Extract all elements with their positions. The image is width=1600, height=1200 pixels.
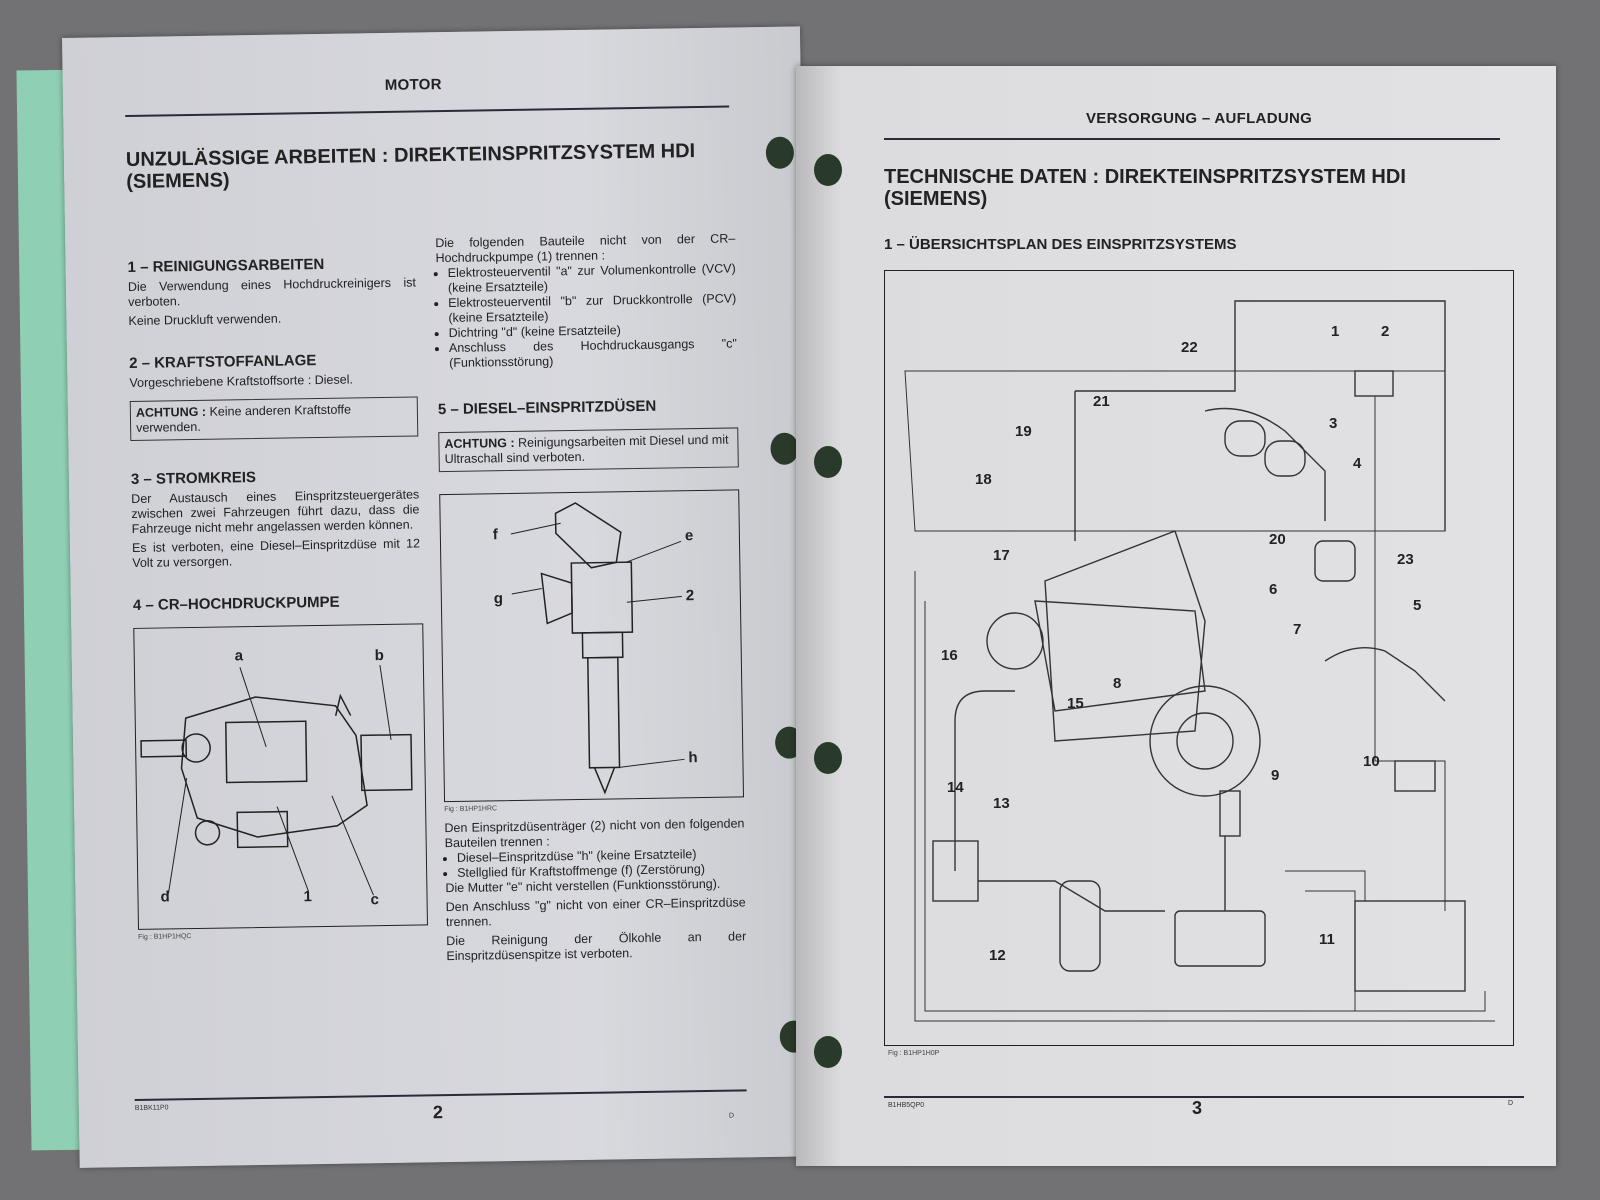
- left-page: MOTOR UNZULÄSSIGE ARBEITEN : DIREKTEINSP…: [62, 26, 818, 1168]
- pump-illustration: [140, 665, 413, 896]
- callout-7: 7: [1293, 621, 1302, 638]
- page-header: MOTOR: [384, 76, 442, 94]
- page-number: 2: [432, 1102, 444, 1123]
- callout-23: 23: [1397, 551, 1414, 568]
- footer-code: B1HB5QP0: [888, 1102, 925, 1109]
- figure-caption: Fig : B1HP1HQC: [138, 933, 192, 941]
- section-heading: 4 – CR–HOCHDRUCKPUMPE: [132, 593, 340, 614]
- section-heading: 5 – DIESEL–EINSPRITZDÜSEN: [437, 397, 657, 419]
- callout-11: 11: [1319, 931, 1335, 948]
- footer-language: D: [1508, 1100, 1514, 1107]
- callout-22: 22: [1181, 339, 1198, 356]
- page-header: VERSORGUNG – AUFLADUNG: [1086, 110, 1313, 127]
- paragraph: Vorgeschriebene Kraftstoffsorte : Diesel…: [129, 372, 354, 390]
- callout-d: d: [160, 888, 170, 906]
- section-heading: 1 – ÜBERSICHTSPLAN DES EINSPRITZSYSTEMS: [884, 236, 1237, 253]
- pump-parts-list: Elektrosteuerventil "a" zur Volumenkontr…: [436, 261, 738, 371]
- punch-hole: [770, 432, 799, 465]
- callout-13: 13: [993, 795, 1010, 812]
- callout-10: 10: [1363, 753, 1380, 770]
- callout-b: b: [374, 647, 385, 665]
- callout-e: e: [684, 527, 694, 545]
- callout-9: 9: [1271, 767, 1280, 784]
- paragraph: Die folgenden Bauteile nicht von der CR–…: [435, 231, 736, 266]
- footer-language: D: [728, 1112, 735, 1120]
- punch-hole: [814, 1036, 842, 1068]
- page-number: 3: [1192, 1098, 1203, 1118]
- section-heading: 3 – STROMKREIS: [130, 469, 257, 488]
- paragraph: Es ist verboten, eine Diesel–Einspritzdü…: [131, 536, 421, 570]
- callout-8: 8: [1113, 675, 1122, 692]
- warning-box: ACHTUNG : Keine anderen Kraftstoffe verw…: [129, 396, 419, 441]
- warning-box: ACHTUNG : Reinigungsarbeiten mit Diesel …: [438, 427, 739, 473]
- column-left: 1 – REINIGUNGSARBEITEN Die Verwendung ei…: [127, 254, 428, 941]
- header-rule: [884, 138, 1500, 140]
- column-right: Die folgenden Bauteile nicht von der CR–…: [435, 231, 746, 968]
- injector-parts-list: Diesel–Einspritzdüse "h" (keine Ersatzte…: [445, 846, 745, 881]
- callout-c: c: [370, 891, 380, 909]
- paragraph: Der Austausch eines Einspritzsteuergerät…: [131, 487, 420, 536]
- paragraph: Keine Druckluft verwenden.: [128, 311, 282, 328]
- callout-2: 2: [685, 587, 695, 605]
- figure-caption: Fig : B1HP1HRC: [444, 805, 498, 814]
- callout-18: 18: [975, 471, 992, 488]
- punch-hole: [814, 446, 842, 478]
- footer-code: B1BK11P0: [134, 1104, 169, 1112]
- warning-label: ACHTUNG :: [135, 404, 207, 420]
- callout-14: 14: [947, 779, 964, 796]
- right-page: VERSORGUNG – AUFLADUNG TECHNISCHE DATEN …: [796, 66, 1556, 1166]
- footer-rule: [134, 1089, 747, 1101]
- callout-2: 2: [1381, 323, 1390, 340]
- callout-4: 4: [1353, 455, 1362, 472]
- title-line-2: (SIEMENS): [884, 188, 988, 210]
- callout-h: h: [688, 749, 698, 767]
- page-title: UNZULÄSSIGE ARBEITEN : DIREKTEINSPRITZSY…: [126, 139, 747, 193]
- punch-hole: [814, 742, 842, 774]
- section-heading: 2 – KRAFTSTOFFANLAGE: [128, 352, 317, 372]
- callout-19: 19: [1015, 423, 1032, 440]
- injector-figure: f e g 2 h: [439, 489, 745, 803]
- footer-rule: [884, 1096, 1524, 1098]
- page-title: TECHNISCHE DATEN : DIREKTEINSPRITZSYSTEM…: [884, 166, 1504, 210]
- callout-12: 12: [989, 947, 1006, 964]
- list-item: Anschluss des Hochdruckausgangs "c" (Fun…: [449, 336, 737, 371]
- section-heading: 1 – REINIGUNGSARBEITEN: [127, 255, 325, 276]
- callout-3: 3: [1329, 415, 1338, 432]
- callout-g: g: [493, 590, 504, 608]
- callout-1: 1: [303, 888, 312, 906]
- callout-5: 5: [1413, 597, 1422, 614]
- punch-hole: [814, 154, 842, 186]
- injector-illustration: [510, 502, 685, 795]
- injection-system-diagram: 1 2 3 4 5 6 7 8 9 10 11 12 13 14 15 16 1…: [884, 270, 1514, 1046]
- callout-6: 6: [1269, 581, 1278, 598]
- paragraph: Die Reinigung der Ölkohle an der Einspri…: [446, 929, 747, 964]
- pump-figure: a b d 1 c: [133, 623, 428, 930]
- figure-caption: Fig : B1HP1H0P: [888, 1050, 940, 1057]
- punch-hole: [765, 136, 795, 169]
- title-line-1: TECHNISCHE DATEN : DIREKTEINSPRITZSYSTEM…: [884, 166, 1406, 188]
- paragraph: Die Verwendung eines Hochdruckreinigers …: [127, 275, 416, 309]
- warning-label: ACHTUNG :: [444, 435, 515, 452]
- callout-15: 15: [1067, 695, 1084, 712]
- paragraph: Den Anschluss "g" nicht von einer CR–Ein…: [445, 895, 746, 930]
- list-item: Elektrosteuerventil "b" zur Druckkontrol…: [448, 291, 736, 326]
- list-item: Elektrosteuerventil "a" zur Volumenkontr…: [448, 261, 736, 296]
- callout-17: 17: [993, 547, 1010, 564]
- header-rule: [125, 105, 730, 118]
- system-schematic: [904, 300, 1495, 1022]
- callout-16: 16: [941, 647, 958, 664]
- callout-1: 1: [1331, 323, 1340, 340]
- paragraph: Den Einspritzdüsenträger (2) nicht von d…: [444, 816, 745, 851]
- callout-a: a: [234, 647, 244, 665]
- callout-20: 20: [1269, 531, 1286, 548]
- callout-21: 21: [1093, 393, 1110, 410]
- callout-f: f: [492, 526, 498, 544]
